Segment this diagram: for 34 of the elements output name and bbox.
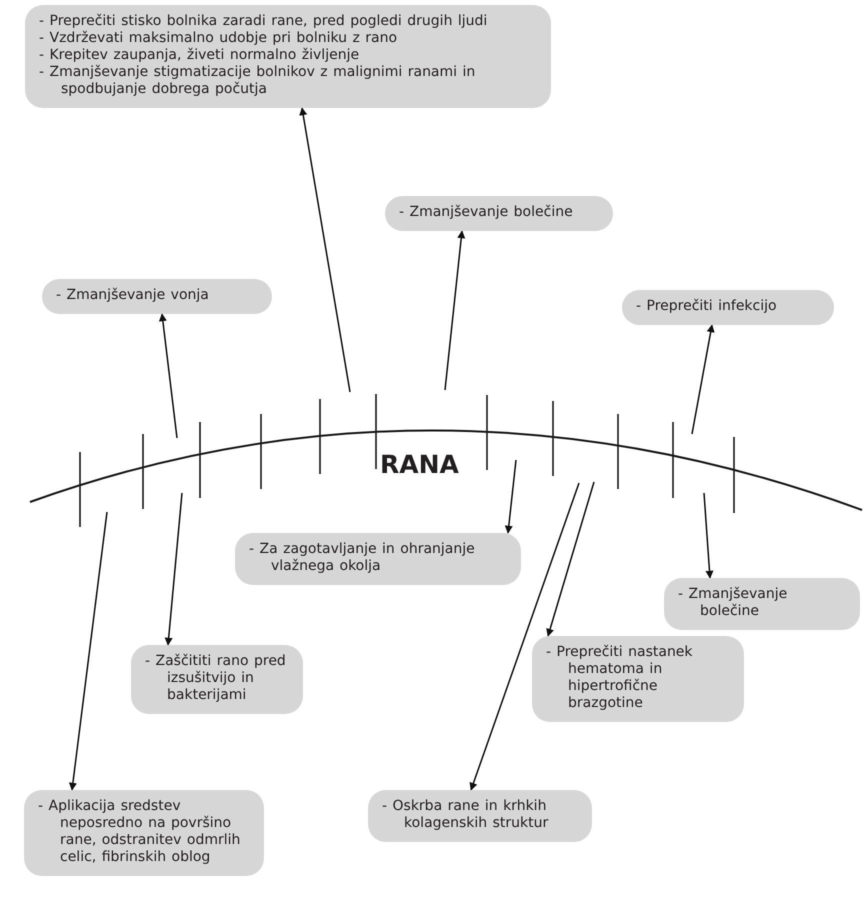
goal-text: - Vzdrževati maksimalno udobje pri bolniku z rano — [39, 30, 398, 47]
goal-box — [25, 5, 551, 108]
goal-text: - Aplikacija sredstev neposredno na površino rane, odstranitev odmrlih celic, fibrinskih oblog — [38, 798, 242, 866]
goal-text: - Zmanjševanje vonja — [56, 287, 210, 304]
wound-label: RANA — [380, 450, 459, 479]
goal-text: - Zmanjševanje bolečine — [399, 204, 574, 221]
arrow — [546, 482, 595, 637]
goal-text: - Zmanjševanje bolečine — [678, 586, 788, 620]
goal-box — [622, 290, 834, 325]
arrow — [164, 492, 183, 646]
goal-box — [385, 196, 613, 231]
goal-text: - Krepitev zaupanja, živeti normalno življenje — [39, 47, 360, 64]
goal-box — [368, 790, 592, 842]
goal-text: - Zmanjševanje stigmatizacije bolnikov z malignimi ranami in spodbujanje dobrega počutja — [39, 64, 476, 98]
goal-text: - Preprečiti infekcijo — [636, 298, 778, 315]
goal-box — [42, 279, 272, 314]
arrow — [299, 107, 351, 392]
goal-text: - Preprečiti stisko bolnika zaradi rane, pred pogledi drugih ljudi — [39, 13, 488, 30]
arrow — [68, 512, 108, 791]
arrow — [444, 230, 466, 390]
arrow — [504, 460, 517, 534]
arrow — [158, 313, 178, 438]
goal-box — [664, 578, 860, 630]
goal-text: - Za zagotavljanje in ohranjanje vlažnega okolja — [249, 541, 476, 575]
goal-box — [532, 636, 744, 722]
goal-box — [131, 645, 303, 714]
goal-box — [235, 533, 521, 585]
arrow — [470, 482, 580, 791]
goal-text: - Zaščititi rano pred izsušitvijo in bakterijami — [145, 653, 287, 704]
goal-text: - Oskrba rane in krhkih kolagenskih struktur — [382, 798, 550, 832]
arrow — [691, 324, 715, 434]
goal-box — [24, 790, 264, 876]
goal-text: - Preprečiti nastanek hematoma in hipertrofične brazgotine — [546, 644, 694, 712]
arrow — [703, 492, 714, 579]
